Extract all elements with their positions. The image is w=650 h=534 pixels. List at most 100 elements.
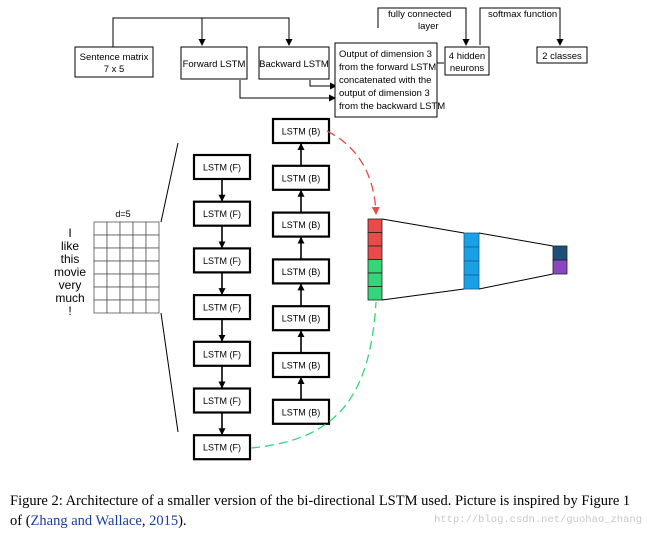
forward-lstm-cell-label: LSTM (F) [203,163,241,173]
forward-lstm-cell [192,340,252,367]
word-3: this [61,252,80,266]
concat-vector-unit [367,232,383,247]
backward-lstm-cell-label: LSTM (B) [282,361,321,371]
matrix-cell [119,221,134,236]
output-vector [552,245,568,275]
figure-caption: Figure 2: Architecture of a smaller vers… [10,491,640,531]
classes-label: 2 classes [542,51,582,62]
word-7: ! [68,304,71,318]
concat-vector-unit [367,272,383,287]
matrix-cell [145,286,160,301]
backward-lstm-label: Backward LSTM [259,59,329,70]
backward-lstm-cell-label: LSTM (B) [282,314,321,324]
forward-lstm-cell-label: LSTM (F) [203,443,241,453]
word-2: like [61,239,79,253]
matrix-cell [106,273,121,288]
forward-lstm-label: Forward LSTM [183,59,246,70]
matrix-cell [93,260,108,275]
word-4: movie [54,265,86,279]
backward-lstm-cell-label: LSTM (B) [282,220,321,230]
matrix-cell [145,247,160,262]
matrix-cell [119,299,134,314]
matrix-cell [93,286,108,301]
forward-lstm-cell-label: LSTM (F) [203,256,241,266]
matrix-cell [106,247,121,262]
matrix-cell [132,273,147,288]
backward-lstm-cell-label: LSTM (B) [282,407,321,417]
backward-lstm-cell-label: LSTM (B) [282,173,321,183]
concat-line-3: concatenated with the [339,75,431,86]
caption-end: ). [178,513,187,529]
watermark: http://blog.csdn.net/guohao_zhang [434,514,642,526]
forward-lstm-cell-label: LSTM (F) [203,396,241,406]
input-words: I like this movie very much ! [54,226,86,318]
forward-lstm-cell-label: LSTM (F) [203,349,241,359]
concat-vector-unit [367,286,383,301]
fc-connector-top [381,218,465,234]
backward-lstm-column: LSTM (B) LSTM (B) LSTM (B) LSTM (B) LSTM (B)… [271,117,331,425]
matrix-cell [93,221,108,236]
caption-separator: , [141,513,150,529]
matrix-cell [145,260,160,275]
concatenated-vector [367,218,383,301]
matrix-cell [93,273,108,288]
matrix-dimension-label: d=5 [115,209,130,219]
softmax-label: softmax function [488,9,557,20]
matrix-cell [106,299,121,314]
matrix-cell [119,286,134,301]
matrix-cell [93,234,108,249]
hidden-neuron-unit [463,260,480,276]
matrix-cell [93,247,108,262]
sentence-matrix-grid [93,221,160,314]
fc-label-line-1: fully connected [388,9,451,20]
concat-line-2: from the forward LSTM [339,62,436,73]
hidden-neurons-box: 4 hidden neurons [444,46,490,76]
forward-output-arrow [250,301,377,449]
hidden-layer-vector [463,232,480,290]
funnel-line-bottom [160,312,179,433]
fc-label-line-2: layer [418,21,439,32]
matrix-cell [119,234,134,249]
output-class-unit [552,259,568,275]
matrix-cell [132,221,147,236]
forward-lstm-cell-label: LSTM (F) [203,303,241,313]
matrix-cell [145,221,160,236]
matrix-cell [106,286,121,301]
concat-line-4: output of dimension 3 [339,88,430,99]
hidden-neuron-unit [463,232,480,248]
concatenation-box: Output of dimension 3 from the forward L… [334,42,445,118]
matrix-cell [132,286,147,301]
backward-lstm-cell-label: LSTM (B) [282,127,321,137]
caption-citation-link[interactable]: Zhang and Wallace [30,513,142,529]
concat-line-5: from the backward LSTM [339,101,445,112]
matrix-cell [106,260,121,275]
fc-connector-bottom [381,288,465,301]
backward-lstm-box: Backward LSTM [258,46,330,80]
matrix-cell [145,299,160,314]
concat-vector-unit [367,259,383,274]
hidden-neurons-line-2: neurons [450,63,485,74]
matrix-cell [145,273,160,288]
matrix-cell [119,260,134,275]
concat-line-1: Output of dimension 3 [339,49,432,60]
hidden-neuron-unit [463,246,480,262]
classes-box: 2 classes [536,46,588,64]
concat-vector-unit [367,218,383,233]
word-6: much [55,291,84,305]
forward-lstm-cell-label: LSTM (F) [203,209,241,219]
concat-vector-unit [367,245,383,260]
matrix-cell [132,299,147,314]
top-flow-connectors [112,7,564,102]
caption-year-link[interactable]: 2015 [149,513,179,529]
matrix-cell [132,247,147,262]
output-class-unit [552,245,568,261]
matrix-cell [132,234,147,249]
matrix-cell [119,273,134,288]
hidden-neuron-unit [463,274,480,290]
forward-lstm-cell [192,153,252,181]
softmax-connector-top [478,232,554,247]
backward-lstm-cell-label: LSTM (B) [282,267,321,277]
backward-output-arrow [326,130,380,215]
